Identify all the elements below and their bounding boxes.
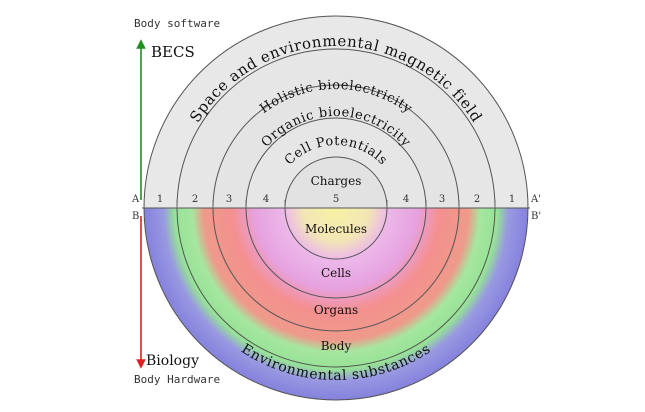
lower-label-ring-3: Organs bbox=[314, 303, 358, 317]
lower-ring-2 bbox=[176, 207, 496, 368]
label-a-prime: A' bbox=[530, 194, 541, 205]
lower-half bbox=[143, 207, 529, 401]
label-b-prime: B' bbox=[531, 211, 541, 222]
ring-separators bbox=[176, 200, 496, 208]
ring-numbers: 1 2 3 4 5 4 3 2 1 bbox=[157, 194, 515, 205]
ring-number: 3 bbox=[439, 194, 445, 205]
ring-number: 2 bbox=[192, 194, 198, 205]
lower-label-ring-2: Body bbox=[321, 339, 352, 353]
lower-ring-1 bbox=[143, 207, 529, 401]
body-software-caption: Body software bbox=[134, 17, 220, 30]
upper-label-ring-5: Charges bbox=[311, 174, 362, 188]
label-a: A bbox=[131, 194, 140, 205]
ring-number: 4 bbox=[403, 194, 409, 205]
becs-label: BECS bbox=[151, 43, 195, 61]
upper-ring-5 bbox=[284, 156, 388, 209]
ring-number: 4 bbox=[263, 194, 269, 205]
ring-number: 1 bbox=[509, 194, 515, 205]
label-b: B bbox=[132, 211, 139, 222]
left-axis: Body software BECS Biology Body Hardware bbox=[134, 17, 220, 386]
lower-ring-4 bbox=[245, 207, 427, 299]
lower-gradient bbox=[144, 208, 528, 400]
ring-number: 1 bbox=[157, 194, 163, 205]
lower-label-ring-4: Cells bbox=[321, 266, 351, 280]
upper-half bbox=[143, 15, 529, 209]
ring-number: 2 bbox=[474, 194, 480, 205]
ring-number: 5 bbox=[333, 194, 339, 205]
body-hardware-caption: Body Hardware bbox=[134, 373, 220, 386]
lower-ring-3 bbox=[212, 207, 460, 332]
lower-label-ring-5: Molecules bbox=[305, 222, 367, 236]
biology-label: Biology bbox=[146, 353, 199, 369]
lower-ring-5 bbox=[284, 207, 388, 260]
ring-number: 3 bbox=[226, 194, 232, 205]
